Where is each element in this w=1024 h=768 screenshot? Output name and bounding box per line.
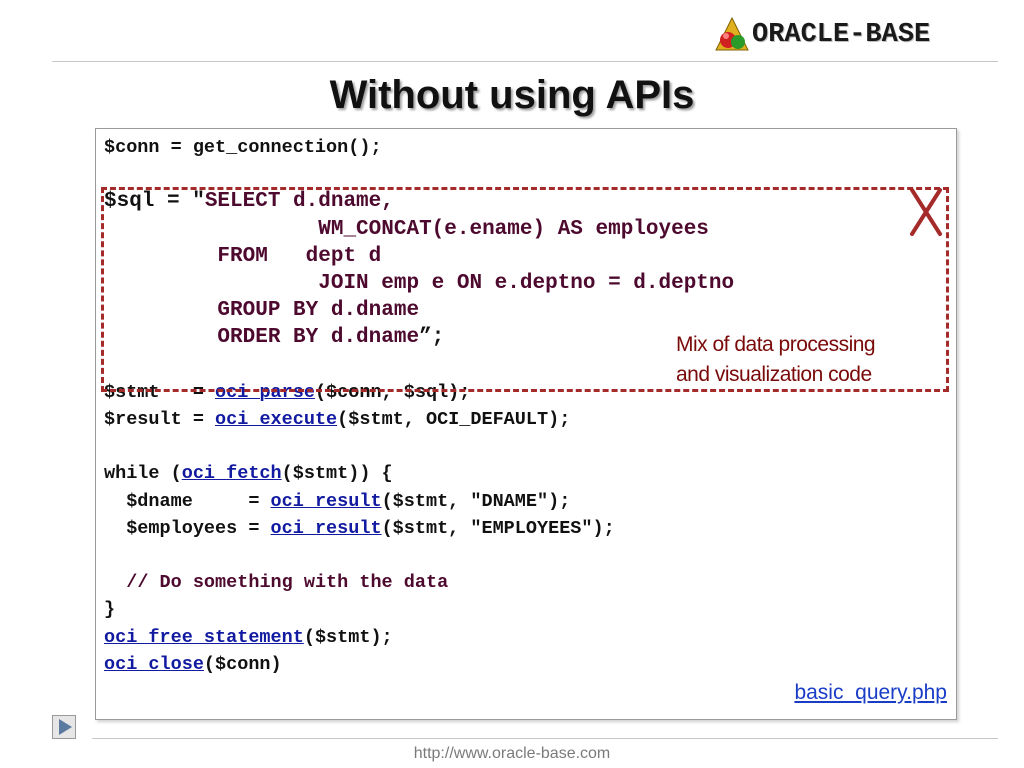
oci-parse-function: oci_parse xyxy=(215,381,315,403)
logo-emblem-icon xyxy=(715,16,749,51)
sql-suffix: ”; xyxy=(419,326,445,350)
slide-title: Without using APIs xyxy=(329,73,695,117)
next-slide-button[interactable] xyxy=(52,715,76,739)
code-line-sql-join: JOIN emp e ON e.deptno = d.deptno xyxy=(104,272,734,295)
oci-free-statement-function: oci_free_statement xyxy=(104,626,304,648)
code-line-free: oci_free_statement($stmt); xyxy=(104,626,393,648)
oci-fetch-function: oci_fetch xyxy=(181,463,282,485)
oci-result-function: oci_result xyxy=(270,490,382,512)
code-line-execute: $result = oci_execute($stmt, OCI_DEFAULT… xyxy=(104,409,571,431)
oci-execute-function: oci_execute xyxy=(215,409,338,431)
code-line-sql-start: $sql = "SELECT d.dname, xyxy=(104,190,394,213)
annotation-note: Mix of data processing and visualization… xyxy=(676,330,876,390)
code-line-sql-concat: WM_CONCAT(e.ename) AS employees xyxy=(104,218,709,241)
header-divider xyxy=(52,61,998,62)
code-line-close-brace: } xyxy=(104,599,116,621)
sql-order: ORDER BY d.dname xyxy=(217,326,420,350)
code-line-parse: $stmt = oci_parse($conn, $sql); xyxy=(104,381,471,403)
sql-highlight-box xyxy=(101,187,949,392)
sql-select: SELECT d.dname, xyxy=(204,190,394,214)
logo-text: ORACLE-BASE xyxy=(752,20,931,50)
sql-concat: WM_CONCAT(e.ename) AS employees xyxy=(318,217,709,241)
code-comment: // Do something with the data xyxy=(126,572,449,594)
oci-close-function: oci_close xyxy=(104,653,204,675)
oracle-base-logo: ORACLE-BASE xyxy=(712,14,970,56)
code-line-close: oci_close($conn) xyxy=(104,653,282,675)
play-arrow-icon xyxy=(59,719,72,735)
code-line-employees: $employees = oci_result($stmt, "EMPLOYEE… xyxy=(104,517,615,539)
code-line-sql-order: ORDER BY d.dname”; xyxy=(104,326,444,349)
code-line-sql-group: GROUP BY d.dname xyxy=(104,299,419,322)
code-line-sql-from: FROM dept d xyxy=(104,245,381,268)
oci-result-function: oci_result xyxy=(270,517,382,539)
file-link[interactable]: basic_query.php xyxy=(794,681,947,704)
code-frame xyxy=(95,128,957,720)
code-line-connection: $conn = get_connection(); xyxy=(104,137,382,158)
sql-prefix: $sql = " xyxy=(104,190,205,214)
cross-mark-icon xyxy=(910,188,942,236)
footer-divider xyxy=(92,738,998,739)
sql-join: JOIN emp e ON e.deptno = d.deptno xyxy=(318,272,735,296)
code-listing: $conn = get_connection(); $sql = "SELECT… xyxy=(104,134,734,678)
code-line-comment: // Do something with the data xyxy=(104,572,448,593)
footer-url: http://www.oracle-base.com xyxy=(413,745,611,762)
annotation-line-2: and visualization code xyxy=(676,363,872,386)
annotation-line-1: Mix of data processing xyxy=(676,333,876,356)
code-line-dname: $dname = oci_result($stmt, "DNAME"); xyxy=(104,490,571,512)
code-line-while: while (oci_fetch($stmt)) { xyxy=(104,463,393,485)
sql-group: GROUP BY d.dname xyxy=(217,299,420,323)
sql-from: FROM dept d xyxy=(217,244,382,268)
